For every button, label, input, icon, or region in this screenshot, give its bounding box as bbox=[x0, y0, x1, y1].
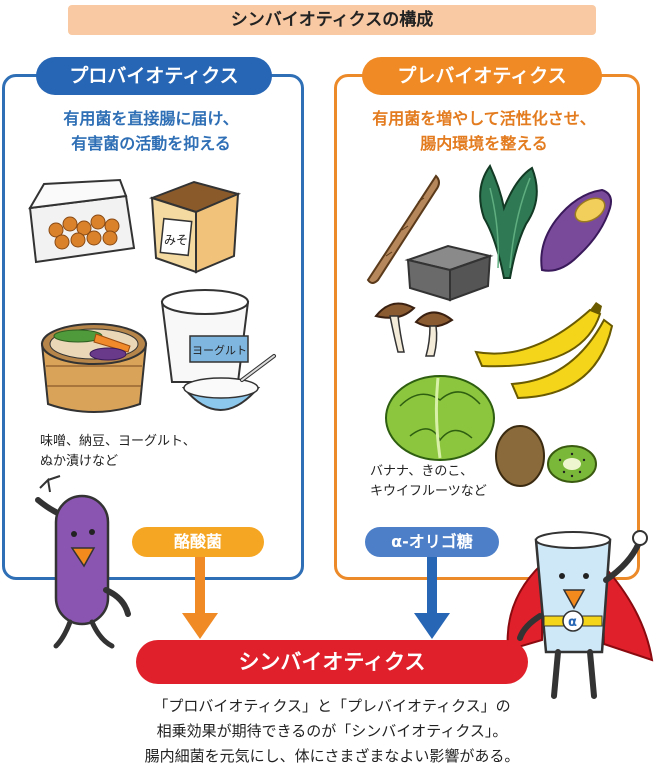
alpha-oligosaccharide-label: α-オリゴ糖 bbox=[365, 527, 499, 557]
probiotics-foods: 味噌、納豆、ヨーグルト、 ぬか漬けなど bbox=[40, 432, 260, 472]
yogurt-icon: ヨーグルト bbox=[160, 289, 276, 411]
summary-text: 「プロバイオティクス」と「プレバイオティクス」の 相乗効果が期待できるのが「シン… bbox=[40, 694, 624, 769]
miso-icon: みそ bbox=[148, 180, 242, 274]
natto-icon bbox=[28, 178, 136, 264]
seaweed-icon bbox=[479, 164, 538, 279]
probiotics-panel bbox=[2, 74, 304, 580]
cup-mark: α bbox=[568, 615, 577, 630]
probiotics-description-line: 有害菌の活動を抑える bbox=[71, 134, 231, 153]
prebiotics-foods-line: バナナ、きのこ、 bbox=[370, 464, 474, 479]
arrow-left-icon bbox=[182, 557, 218, 639]
arrow-right-icon bbox=[414, 557, 450, 639]
prebiotics-description-line: 有用菌を増やして活性化させ、 bbox=[372, 109, 596, 128]
banana-icon bbox=[474, 302, 614, 400]
probiotics-description-line: 有用菌を直接腸に届け、 bbox=[63, 109, 239, 128]
konjac-icon bbox=[404, 244, 494, 302]
prebiotics-foods: バナナ、きのこ、 キウイフルーツなど bbox=[370, 462, 590, 502]
butyric-acid-bacteria-label: 酪酸菌 bbox=[132, 527, 264, 557]
bacteria-mascot-icon bbox=[35, 475, 131, 649]
sweet-potato-icon bbox=[540, 188, 612, 272]
yogurt-label: ヨーグルト bbox=[192, 343, 247, 357]
probiotics-foods-line: 味噌、納豆、ヨーグルト、 bbox=[40, 434, 196, 449]
oligo-cup-mascot-icon: α bbox=[506, 530, 654, 699]
cabbage-icon bbox=[385, 375, 495, 461]
nukazuke-icon bbox=[40, 323, 148, 413]
probiotics-description: 有用菌を直接腸に届け、 有害菌の活動を抑える bbox=[20, 106, 282, 156]
prebiotics-label: プレバイオティクス bbox=[362, 57, 602, 95]
mushroom-icon bbox=[374, 302, 454, 357]
summary-line: 「プロバイオティクス」と「プレバイオティクス」の bbox=[153, 697, 511, 715]
summary-line: 腸内細菌を元気にし、体にさまざまなよい影響がある。 bbox=[144, 747, 520, 765]
prebiotics-foods-line: キウイフルーツなど bbox=[370, 484, 487, 499]
prebiotics-description: 有用菌を増やして活性化させ、 腸内環境を整える bbox=[344, 106, 624, 156]
synbiotics-label: シンバイオティクス bbox=[136, 640, 528, 684]
kiwi-icon bbox=[495, 425, 597, 487]
page-title: シンバイオティクスの構成 bbox=[68, 5, 596, 35]
prebiotics-description-line: 腸内環境を整える bbox=[420, 134, 548, 153]
miso-label: みそ bbox=[164, 233, 188, 247]
burdock-icon bbox=[366, 174, 440, 284]
probiotics-label: プロバイオティクス bbox=[36, 57, 272, 95]
probiotics-foods-line: ぬか漬けなど bbox=[40, 454, 119, 469]
summary-line: 相乗効果が期待できるのが「シンバイオティクス」。 bbox=[156, 722, 508, 740]
